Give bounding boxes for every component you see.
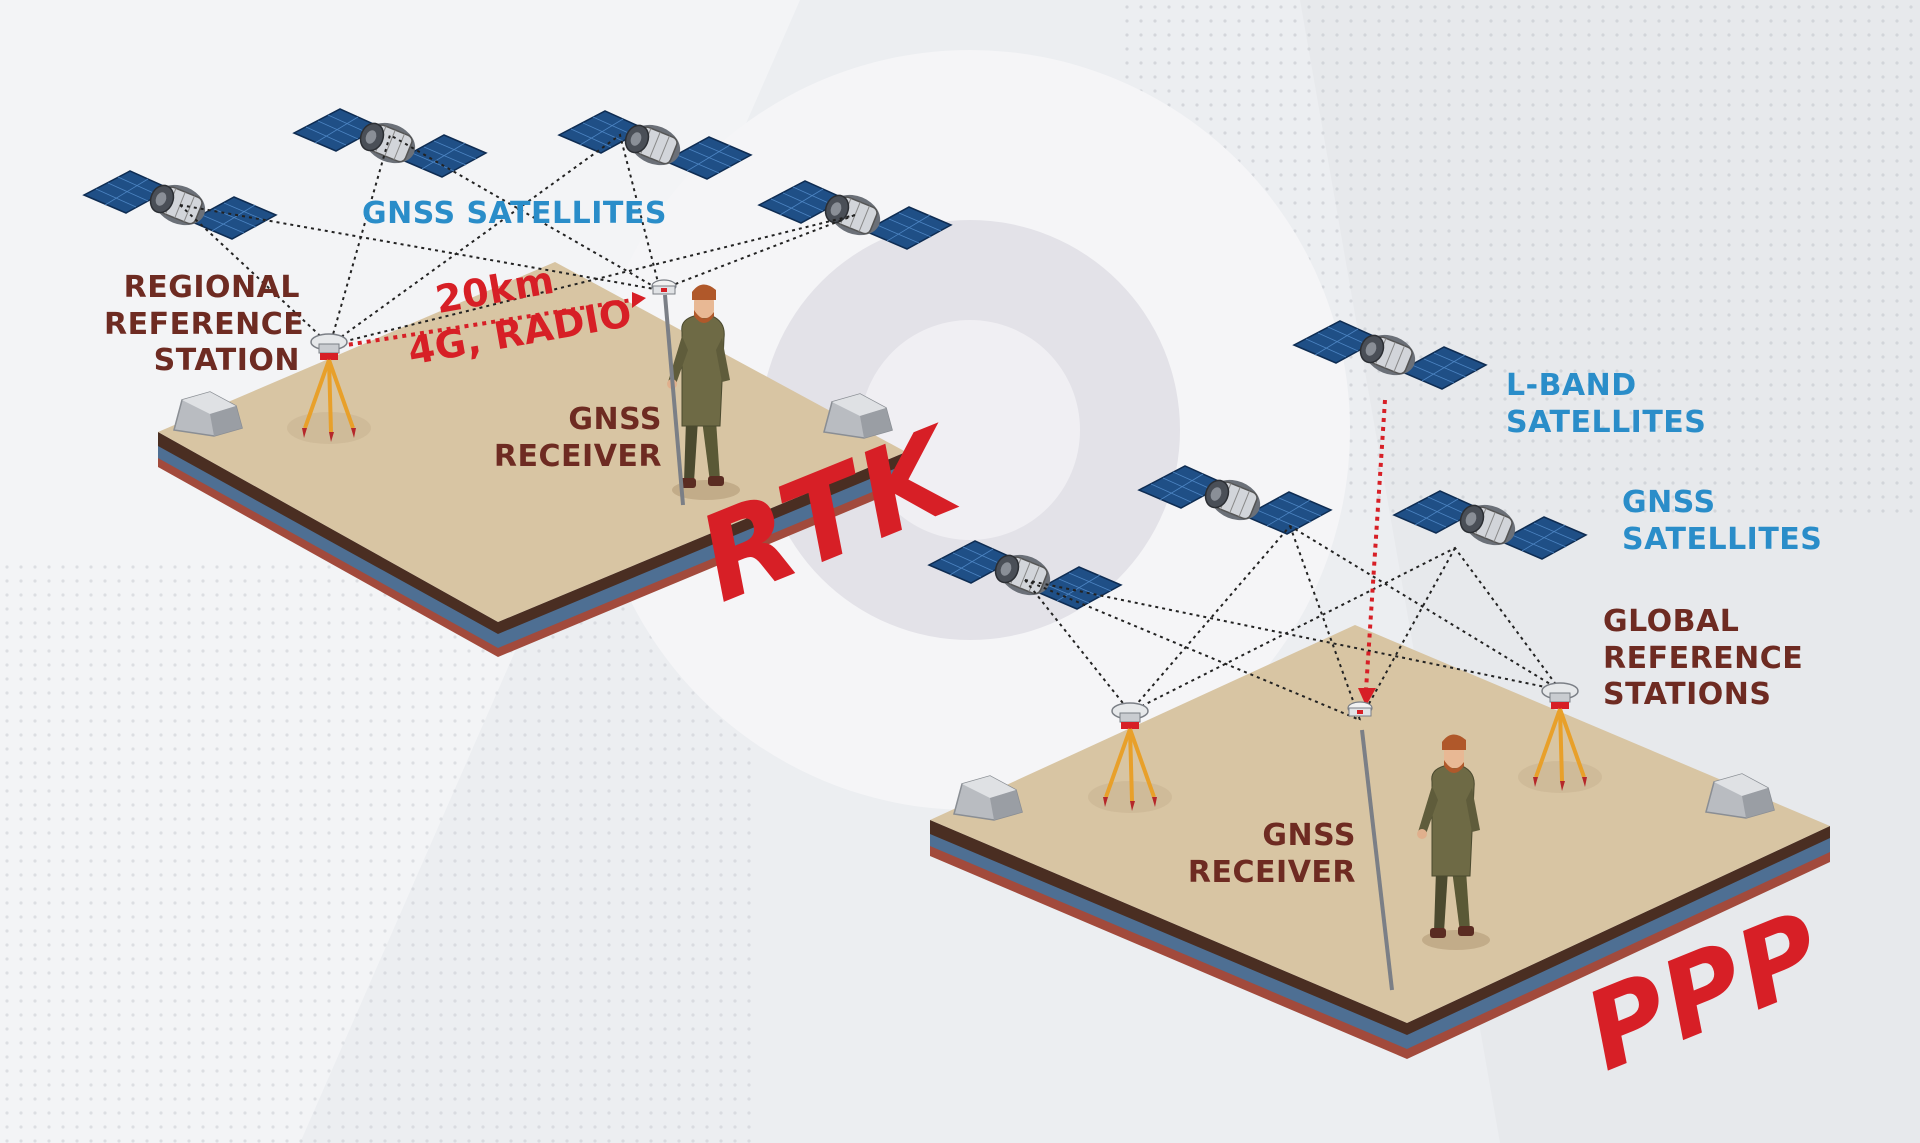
global-line-1: GLOBAL xyxy=(1603,604,1740,639)
l-band-satellites-label: L-BAND SATELLITES xyxy=(1506,368,1706,441)
station-line-3: STATION xyxy=(153,343,300,379)
l-band-line-1: L-BAND xyxy=(1506,368,1637,403)
ppp-gnss-satellites-label: GNSS SATELLITES xyxy=(1622,485,1822,558)
rtk-satellites-text: GNSS SATELLITES xyxy=(362,196,667,231)
regional-reference-station-label: REGIONAL REFERENCE STATION xyxy=(104,270,305,380)
ppp-receiver-line-2: RECEIVER xyxy=(1187,854,1356,890)
global-line-3: STATIONS xyxy=(1603,677,1772,713)
ppp-gnss-line-1: GNSS xyxy=(1622,485,1716,520)
ppp-platform xyxy=(930,625,1830,1059)
rtk-receiver-line-1: GNSS xyxy=(568,402,662,437)
rtk-satellites-label: GNSS SATELLITES xyxy=(362,196,667,233)
global-line-2: REFERENCE xyxy=(1603,640,1804,676)
station-line-2: REFERENCE xyxy=(104,306,305,342)
ppp-gnss-line-2: SATELLITES xyxy=(1622,521,1823,557)
l-band-line-2: SATELLITES xyxy=(1506,404,1707,440)
ppp-receiver-line-1: GNSS xyxy=(1262,818,1356,853)
global-reference-stations-label: GLOBAL REFERENCE STATIONS xyxy=(1603,604,1803,714)
ppp-receiver-label: GNSS RECEIVER xyxy=(1170,818,1356,891)
station-line-1: REGIONAL xyxy=(123,270,300,305)
rtk-receiver-label: GNSS RECEIVER xyxy=(480,402,662,475)
rtk-receiver-line-2: RECEIVER xyxy=(493,438,662,474)
